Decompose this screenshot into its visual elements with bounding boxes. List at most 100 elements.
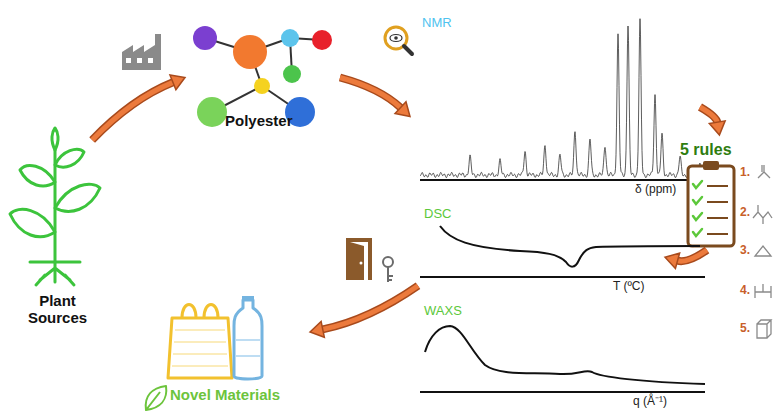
- arrow-outline: [678, 250, 707, 261]
- axis-label: q (Å⁻¹): [633, 395, 667, 409]
- clipboard-icon-part: [707, 217, 728, 219]
- door-icon-part: [383, 257, 393, 267]
- arrow-head: [709, 121, 725, 135]
- arrow-head: [170, 75, 185, 90]
- nmr-spectrum: [420, 19, 725, 180]
- products-icon-part: [168, 318, 232, 378]
- rule-icons-part: [755, 246, 771, 256]
- magnifier-icon-part: [390, 35, 402, 42]
- door-icon: [346, 238, 393, 282]
- clipboard-icon-part: [688, 166, 734, 246]
- factory-icon: [122, 34, 161, 70]
- callout-number: 2.: [740, 206, 750, 220]
- products-icon-part: [242, 296, 254, 301]
- clipboard-icon-part: [703, 161, 719, 170]
- axis-label: δ (ppm): [635, 183, 676, 197]
- clipboard-icon-part: [707, 233, 728, 235]
- arrow-head: [395, 102, 410, 117]
- node-title: 5 rules: [680, 141, 732, 159]
- arrow-body: [700, 107, 717, 122]
- factory-icon-part: [126, 58, 131, 63]
- rule-icons-part: [758, 165, 770, 178]
- polyester-molecule-part: [193, 26, 217, 50]
- dsc-curve: [420, 226, 705, 277]
- arrow-outline: [92, 82, 173, 140]
- flow-arrow: [700, 107, 725, 135]
- flow-arrow: [340, 78, 410, 117]
- polyester-molecule: [193, 26, 332, 127]
- polyester-molecule-part: [254, 78, 270, 94]
- products-icon-part: [236, 340, 260, 356]
- clipboard-icon-part: [707, 185, 728, 187]
- rules-node: 5 rules: [676, 135, 738, 250]
- polyester-molecule-part: [283, 65, 301, 83]
- polyester-molecule-part: [197, 97, 227, 127]
- arrow-body: [323, 286, 418, 330]
- products-icon-part: [182, 305, 218, 319]
- flow-arrow: [310, 286, 418, 337]
- arrow-outline: [340, 78, 401, 108]
- plant-icon-part: [55, 149, 84, 167]
- rule-icons: [753, 165, 772, 338]
- axis-label: T (ºC): [613, 280, 645, 294]
- arrow-body: [340, 78, 401, 108]
- door-icon-part: [346, 238, 372, 280]
- door-icon-part: [388, 267, 393, 282]
- clipboard-icon-part: [693, 229, 702, 236]
- waxs-chart: WAXS q (Å⁻¹): [418, 302, 708, 414]
- polyester-molecule-part: [233, 35, 267, 69]
- nmr-spectrum-part: [420, 19, 725, 178]
- flow-arrow: [92, 75, 185, 140]
- callout-number: 1.: [740, 166, 750, 180]
- plant-node: Plant Sources: [5, 140, 110, 335]
- clipboard-icon-part: [693, 213, 702, 220]
- arrow-head: [310, 322, 324, 338]
- chart-title: NMR: [422, 16, 452, 31]
- materials-node: Novel Materials: [150, 290, 310, 410]
- arrow-head: [665, 253, 680, 268]
- products-icon-part: [234, 300, 262, 379]
- nmr-spectrum-part: [420, 179, 725, 181]
- clipboard-icon-part: [693, 181, 702, 236]
- door-icon-part: [350, 242, 368, 280]
- chart-title: WAXS: [424, 304, 462, 319]
- magnifier-icon-part: [404, 46, 412, 54]
- node-title: Plant Sources: [15, 292, 100, 327]
- arrow-body: [678, 250, 707, 261]
- dsc-curve-part: [440, 226, 700, 267]
- plant-icon-part: [20, 166, 55, 186]
- clipboard-icon: [688, 161, 734, 246]
- plant-icon: [10, 128, 100, 285]
- clipboard-icon-part: [707, 201, 728, 203]
- chart-title: DSC: [424, 207, 451, 222]
- plant-icon-part: [55, 184, 100, 211]
- waxs-curve: [420, 326, 705, 392]
- products-icon-part: [146, 386, 167, 410]
- plant-icon-part: [52, 128, 58, 150]
- products-icon-part: [172, 330, 228, 366]
- factory-icon-part: [137, 58, 142, 63]
- callout-number: 4.: [740, 284, 750, 298]
- polyester-molecule-part: [281, 29, 299, 47]
- clipboard-icon-part: [693, 197, 702, 204]
- dsc-chart: DSC T (ºC): [418, 205, 665, 300]
- node-title: Polyester: [225, 112, 293, 129]
- door-icon-part: [350, 242, 364, 280]
- magnifier-icon: [385, 27, 412, 54]
- factory-icon-part: [122, 34, 161, 70]
- door-icon-part: [360, 262, 363, 265]
- rule-icons-part: [755, 284, 771, 298]
- factory-icon-part: [148, 58, 153, 63]
- plant-icon-part: [36, 262, 74, 285]
- dsc-curve-part: [420, 276, 705, 278]
- clipboard-icon-part: [707, 186, 728, 234]
- callout-number: 5.: [740, 322, 750, 336]
- arrow-outline: [323, 286, 418, 330]
- arrow-body: [92, 82, 173, 140]
- callout-number: 3.: [740, 244, 750, 258]
- rule-icons-part: [753, 205, 772, 224]
- arrow-outline: [700, 107, 717, 122]
- node-title: Novel Materials: [170, 386, 280, 403]
